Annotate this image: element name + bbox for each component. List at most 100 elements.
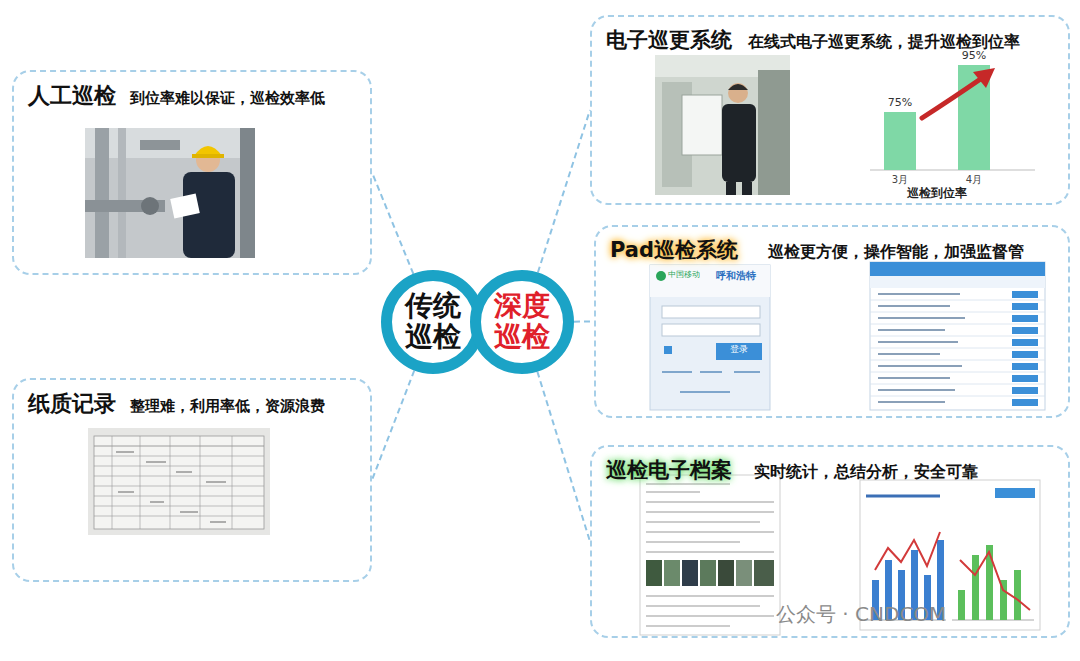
illustration-rect — [742, 182, 752, 195]
illustration-rect — [700, 560, 716, 586]
illustration-line — [870, 360, 1045, 361]
illustration-rect — [240, 128, 255, 258]
illustration-rect — [664, 346, 672, 354]
illustration-rect — [662, 324, 760, 336]
illustration-line — [94, 496, 264, 497]
illustration-line — [870, 312, 1045, 313]
illustration-line — [200, 436, 201, 529]
illustration-line — [870, 396, 1045, 397]
patrol-photo — [655, 55, 790, 195]
illustration-rect — [758, 70, 790, 195]
illustration-rect — [183, 172, 235, 258]
panel-description: 实时统计，总结分析，安全可靠 — [754, 462, 978, 483]
category-panel: 纸质记录整理难，利用率低，资源浪费 — [12, 378, 372, 582]
illustration-rect — [655, 55, 790, 195]
illustration-rect — [972, 555, 979, 620]
illustration-rect — [140, 140, 180, 150]
illustration-rect — [682, 95, 722, 155]
illustration-line — [878, 293, 960, 295]
illustration-line — [878, 365, 962, 367]
panel-description: 巡检更方便，操作智能，加强监督管 — [768, 242, 1024, 263]
illustration-path — [728, 84, 748, 90]
panel-description: 整理难，利用率低，资源浪费 — [130, 397, 325, 416]
archive-document — [640, 475, 780, 635]
illustration-rect — [754, 560, 774, 586]
illustration-line — [94, 486, 264, 487]
dashed-connector — [574, 321, 594, 322]
paper-record-photo — [88, 428, 270, 535]
illustration-rect — [1012, 351, 1038, 358]
illustration-rect — [94, 436, 264, 529]
illustration-line — [94, 446, 264, 447]
illustration-line — [94, 466, 264, 467]
illustration-line — [646, 501, 774, 502]
illustration-line — [94, 476, 264, 477]
illustration-line — [140, 436, 141, 529]
panel-heading: 纸质记录 — [28, 389, 116, 419]
illustration-line — [646, 615, 774, 616]
axis-label: 3月 — [892, 174, 908, 185]
illustration-rect — [118, 128, 126, 258]
illustration-rect — [640, 475, 780, 635]
illustration-rect — [1012, 339, 1038, 346]
illustration-rect — [88, 428, 270, 535]
illustration-rect — [170, 194, 200, 219]
concept-circle: 深度巡检 — [470, 270, 574, 374]
illustration-line — [870, 384, 1045, 385]
illustration-g — [878, 294, 965, 402]
dashed-connector — [372, 173, 413, 274]
illustration-line — [878, 401, 945, 403]
login-screenshot — [650, 265, 770, 410]
panel-header: 电子巡更系统在线式电子巡更系统，提升巡检到位率 — [606, 26, 1020, 54]
illustration-line — [866, 495, 940, 498]
panel-heading: 巡检电子档案 — [606, 456, 732, 484]
illustration-g — [958, 545, 1021, 620]
illustration-line — [870, 336, 1045, 337]
illustration-rect — [1012, 399, 1038, 406]
circle-label: 传统巡检 — [405, 291, 461, 353]
panel-header: 纸质记录整理难，利用率低，资源浪费 — [28, 389, 325, 419]
axis-label: 4月 — [966, 174, 982, 185]
screen-button: 登录 — [730, 345, 748, 355]
illustration-circle — [141, 197, 159, 215]
illustration-rect — [870, 262, 1045, 410]
illustration-line — [646, 491, 700, 492]
axis-title: 巡检到位率 — [907, 187, 967, 200]
illustration-rect — [870, 262, 1045, 276]
illustration-path — [875, 532, 940, 570]
illustration-rect — [726, 182, 736, 195]
inspection-photo — [85, 128, 255, 258]
category-panel: 人工巡检到位率难以保证，巡检效率低 — [12, 70, 372, 275]
illustration-rect — [736, 560, 752, 586]
illustration-line — [870, 324, 1045, 325]
illustration-line — [94, 456, 264, 457]
illustration-rect — [1012, 387, 1038, 394]
illustration-line — [646, 551, 774, 552]
illustration-line — [878, 317, 965, 319]
panel-header: 人工巡检到位率难以保证，巡检效率低 — [28, 81, 325, 111]
dashed-connector — [538, 110, 590, 272]
illustration-rect — [958, 590, 965, 620]
illustration-line — [870, 372, 1045, 373]
illustration-rect — [1012, 363, 1038, 370]
panel-header: 巡检电子档案 实时统计，总结分析，安全可靠 — [606, 456, 978, 484]
list-screenshot — [870, 262, 1045, 410]
illustration-line — [878, 305, 950, 307]
dashed-connector — [537, 372, 590, 542]
illustration-line — [94, 506, 264, 507]
watermark: 公众号 · CNDCOM — [776, 603, 946, 625]
illustration-rect — [85, 128, 255, 258]
panel-heading: 人工巡检 — [28, 81, 116, 111]
illustration-g — [870, 300, 1045, 396]
illustration-line — [232, 436, 233, 529]
illustration-circle — [656, 271, 666, 281]
bar-value: 95% — [962, 50, 986, 62]
illustration-path — [662, 372, 760, 392]
illustration-rect — [722, 104, 756, 182]
bar-value: 75% — [888, 97, 912, 109]
connector-line — [574, 321, 594, 323]
illustration-rect — [1014, 570, 1021, 620]
illustration-path — [922, 78, 982, 118]
